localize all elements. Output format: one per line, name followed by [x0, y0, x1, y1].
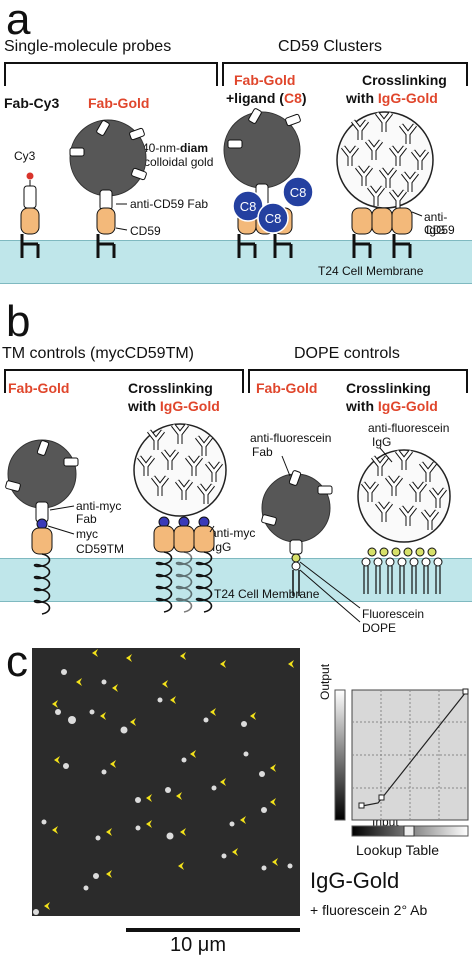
lut-title: Lookup Table — [356, 842, 440, 858]
dope-fab-gold-title: Fab-Gold — [256, 380, 318, 396]
panel-a-letter: a — [6, 0, 31, 44]
anti-fluorescein-fab-line2: Fab — [252, 445, 273, 459]
ligand-c8: C8 — [283, 90, 302, 106]
ligand-suffix: ) — [301, 90, 307, 106]
panel-b-right-header: DOPE controls — [294, 345, 400, 362]
fab-gold-probe — [69, 119, 147, 260]
anti-fluorescein-igg-line2: IgG — [372, 435, 392, 449]
igg-gold-caption: IgG-Gold — [310, 868, 400, 893]
micrograph — [32, 648, 300, 916]
panel-a-left-bracket — [4, 62, 218, 86]
fab-gold-ligand-title-line1: Fab-Gold — [234, 72, 296, 88]
anti-cd59-fab-label: anti-CD59 Fab — [130, 197, 209, 211]
lut-handle-high — [462, 688, 469, 695]
gold-size-prefix: 40-nm- — [142, 141, 181, 155]
dope-with: with — [346, 398, 378, 414]
anti-fluorescein-igg-line1: anti-fluorescein — [368, 421, 450, 435]
cy3-label: Cy3 — [14, 149, 36, 163]
gold-size-diam: diam — [180, 141, 209, 155]
cy3-dye-icon — [26, 172, 34, 180]
tm-igg-gold-cluster — [133, 424, 227, 613]
lut-handle-mid — [378, 794, 385, 801]
panel-a-left-header: Single-molecule probes — [4, 38, 172, 55]
c8-tag: C8 — [240, 199, 257, 214]
fab-cy3-probe — [20, 172, 40, 260]
anti-fluorescein-fab-line1: anti-fluorescein — [250, 431, 332, 445]
tm-fab-gold-probe — [5, 439, 79, 615]
panel-c-letter: c — [6, 637, 28, 686]
dope-crosslinking-line2: with IgG-Gold — [346, 398, 438, 414]
crosslinking-title-line2: with IgG-Gold — [346, 90, 438, 106]
dope-crosslinking-line1: Crosslinking — [346, 380, 431, 396]
fab-gold-title: Fab-Gold — [88, 95, 150, 111]
fab-label: Fab — [76, 512, 97, 526]
gold-size-label-line2: colloidal gold — [144, 155, 214, 169]
tm-with: with — [128, 398, 160, 414]
c8-tag: C8 — [265, 211, 282, 226]
ligand-prefix: +ligand ( — [226, 90, 284, 106]
dope-label: DOPE — [362, 621, 397, 635]
lut-handle-low — [358, 802, 365, 809]
panel-b-left-bracket — [4, 369, 244, 393]
c8-tag: C8 — [290, 185, 307, 200]
tm-crosslinking-line2: with IgG-Gold — [128, 398, 220, 414]
anti-myc-igg-line2: IgG — [212, 540, 232, 554]
secondary-ab-caption: + fluorescein 2° Ab — [310, 902, 428, 918]
fab-gold-ligand-cluster — [223, 108, 314, 260]
dope-igg-gold: IgG-Gold — [377, 398, 438, 414]
anti-cd59-igg-label-line2: IgG — [426, 223, 446, 237]
anti-myc-label: anti-myc — [76, 499, 122, 513]
with-prefix: with — [346, 90, 378, 106]
fab-gold-ligand-title-line2: +ligand (C8) — [226, 90, 307, 106]
anti-myc-igg-line1: anti-myc — [210, 526, 256, 540]
tm-igg-gold: IgG-Gold — [159, 398, 220, 414]
panel-a-right-bracket — [222, 62, 468, 86]
fluorescein-label: Fluorescein — [362, 607, 425, 621]
panel-a-membrane-label: T24 Cell Membrane — [318, 264, 424, 278]
scale-bar — [126, 928, 300, 932]
dope-fab-gold-probe — [261, 455, 361, 623]
scale-bar-label: 10 μm — [170, 934, 226, 956]
myc-label: myc — [76, 527, 98, 541]
igg-gold-red: IgG-Gold — [377, 90, 438, 106]
panel-b-left-header: TM controls (mycCD59TM) — [2, 345, 195, 362]
cd59-label: CD59 — [130, 224, 161, 238]
panel-a-right-header: CD59 Clusters — [278, 38, 383, 55]
fab-cy3-title: Fab-Cy3 — [4, 95, 60, 111]
igg-gold-cluster-a — [336, 112, 434, 260]
gold-size-label-line1: 40-nm-diam — [142, 142, 208, 155]
panel-b-letter: b — [6, 297, 31, 346]
lookup-table — [334, 688, 469, 837]
c8-ligand-icon — [257, 202, 289, 234]
dope-igg-gold-cluster — [357, 447, 451, 594]
c8-ligand-icon — [282, 176, 314, 208]
tm-crosslinking-line1: Crosslinking — [128, 380, 213, 396]
tm-fab-gold-title: Fab-Gold — [8, 380, 70, 396]
panel-b-membrane — [0, 558, 472, 602]
micrograph-spots — [33, 649, 294, 915]
crosslinking-title-line1: Crosslinking — [362, 72, 447, 88]
cd59tm-label: CD59TM — [76, 542, 125, 556]
panel-b-right-bracket — [248, 369, 468, 393]
anti-cd59-igg-label-line1: anti-CD59 — [424, 210, 455, 237]
